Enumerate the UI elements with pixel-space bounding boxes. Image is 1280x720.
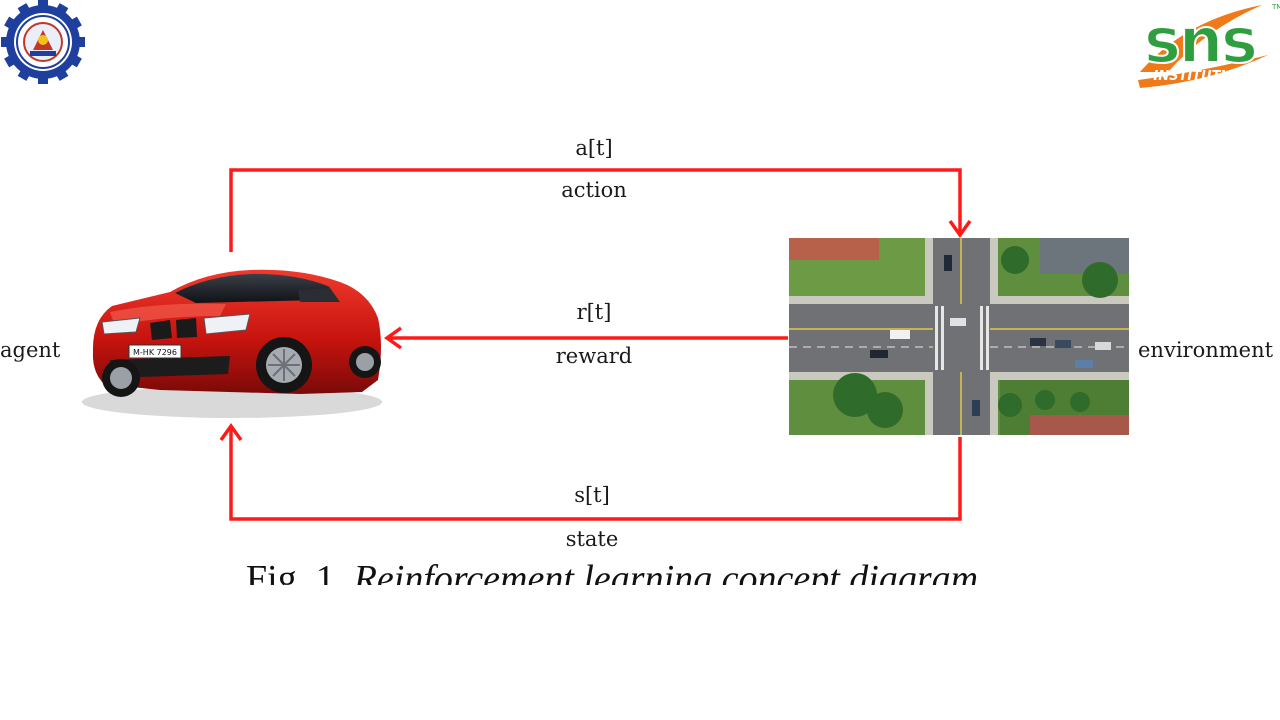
- environment-label: environment: [1138, 338, 1274, 362]
- agent-label: agent: [0, 338, 61, 362]
- reward-label: reward: [555, 344, 633, 368]
- sns-logo-text: sns: [1144, 4, 1256, 77]
- state-symbol: s[t]: [574, 483, 610, 507]
- sns-logo-subtitle: INSTITUTIONS: [1153, 69, 1256, 84]
- state-label: state: [565, 527, 619, 551]
- figure-caption-clip: Fig. 1. Reinforcement learning concept d…: [230, 555, 1070, 585]
- figure-caption: Fig. 1. Reinforcement learning concept d…: [246, 557, 978, 585]
- caption-prefix: Fig. 1.: [246, 558, 345, 585]
- caption-title: Reinforcement learning concept diagram: [353, 558, 979, 585]
- reward-symbol: r[t]: [576, 300, 612, 324]
- license-plate-text: M-HK 7296: [133, 348, 177, 357]
- sns-trademark: TM: [1271, 3, 1280, 11]
- action-symbol: a[t]: [575, 136, 613, 160]
- action-label: action: [561, 178, 627, 202]
